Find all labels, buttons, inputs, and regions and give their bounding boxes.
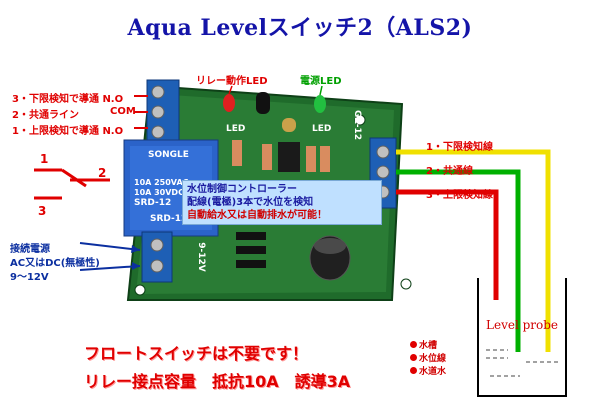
label-lower-wire: 1・下限検知線	[426, 142, 493, 153]
label-common-wire: 2・共通線	[426, 166, 473, 177]
legend-tank: 水槽	[410, 338, 437, 351]
pcb-model-label: GZ-12	[352, 109, 363, 141]
power-label-title: 接続電源	[10, 244, 50, 255]
pcb-led-label-1: LED	[226, 124, 246, 134]
relay-model: SRD-12	[134, 198, 172, 208]
label-com: COM	[110, 106, 136, 117]
description-line-3: 自動給水又は自動排水が可能！	[187, 210, 327, 221]
page-title: Aqua Levelスイッチ2（ALS2)	[127, 15, 473, 41]
relay-rating-dc: 10A 30VDC	[134, 188, 184, 197]
relay-rating-ac: 10A 250VAC	[134, 178, 189, 187]
power-label-voltage: 9～12V	[10, 272, 49, 283]
pcb-led-label-2: LED	[312, 124, 332, 134]
description-line-2: 配線(電極)3本で水位を検知	[187, 197, 314, 208]
label-power-led: 電源LED	[300, 76, 342, 87]
wire-green	[396, 169, 521, 352]
label-upper-limit-no: 1・上限検知で導通 N.O	[12, 126, 124, 137]
relay-brand: SONGLE	[148, 150, 189, 160]
legend-tap-water: 水道水	[410, 364, 446, 377]
legend-dot-icon	[410, 367, 417, 374]
relay-led	[223, 94, 235, 112]
description-line-1: 水位制御コントローラー	[187, 184, 297, 195]
switch-number-2: 2	[98, 166, 107, 180]
description-overlay: 水位制御コントローラー 配線(電極)3本で水位を検知 自動給水又は自動排水が可能…	[182, 180, 382, 225]
label-upper-wire: 3・上限検知線	[426, 190, 493, 201]
relay-capacity-note: リレー接点容量 抵抗10A 誘導3A	[84, 372, 351, 391]
label-relay-led: リレー動作LED	[196, 76, 268, 87]
label-common-line: 2・共通ライン	[12, 110, 79, 121]
no-float-switch-note: フロートスイッチは不要です！	[84, 344, 309, 363]
switch-number-3: 3	[38, 204, 47, 218]
wire-red	[396, 189, 499, 300]
label-lower-limit-no: 3・下限検知で導通 N.O	[12, 94, 124, 105]
power-led	[314, 95, 326, 113]
power-label-type: AC又はDC(無極性)	[10, 258, 100, 269]
ic-chip	[278, 142, 300, 172]
pcb-relay-label: SRD-12	[150, 214, 188, 224]
switch-number-1: 1	[40, 152, 49, 166]
terminal-block-power	[141, 231, 173, 283]
wire-yellow	[396, 149, 551, 352]
legend-dot-icon	[410, 341, 417, 348]
legend-water-line: 水位線	[410, 351, 446, 364]
tank-label: Level probe	[486, 318, 559, 332]
tank	[477, 278, 567, 397]
pcb-voltage-label: 9-12V	[195, 242, 206, 272]
legend-dot-icon	[410, 354, 417, 361]
